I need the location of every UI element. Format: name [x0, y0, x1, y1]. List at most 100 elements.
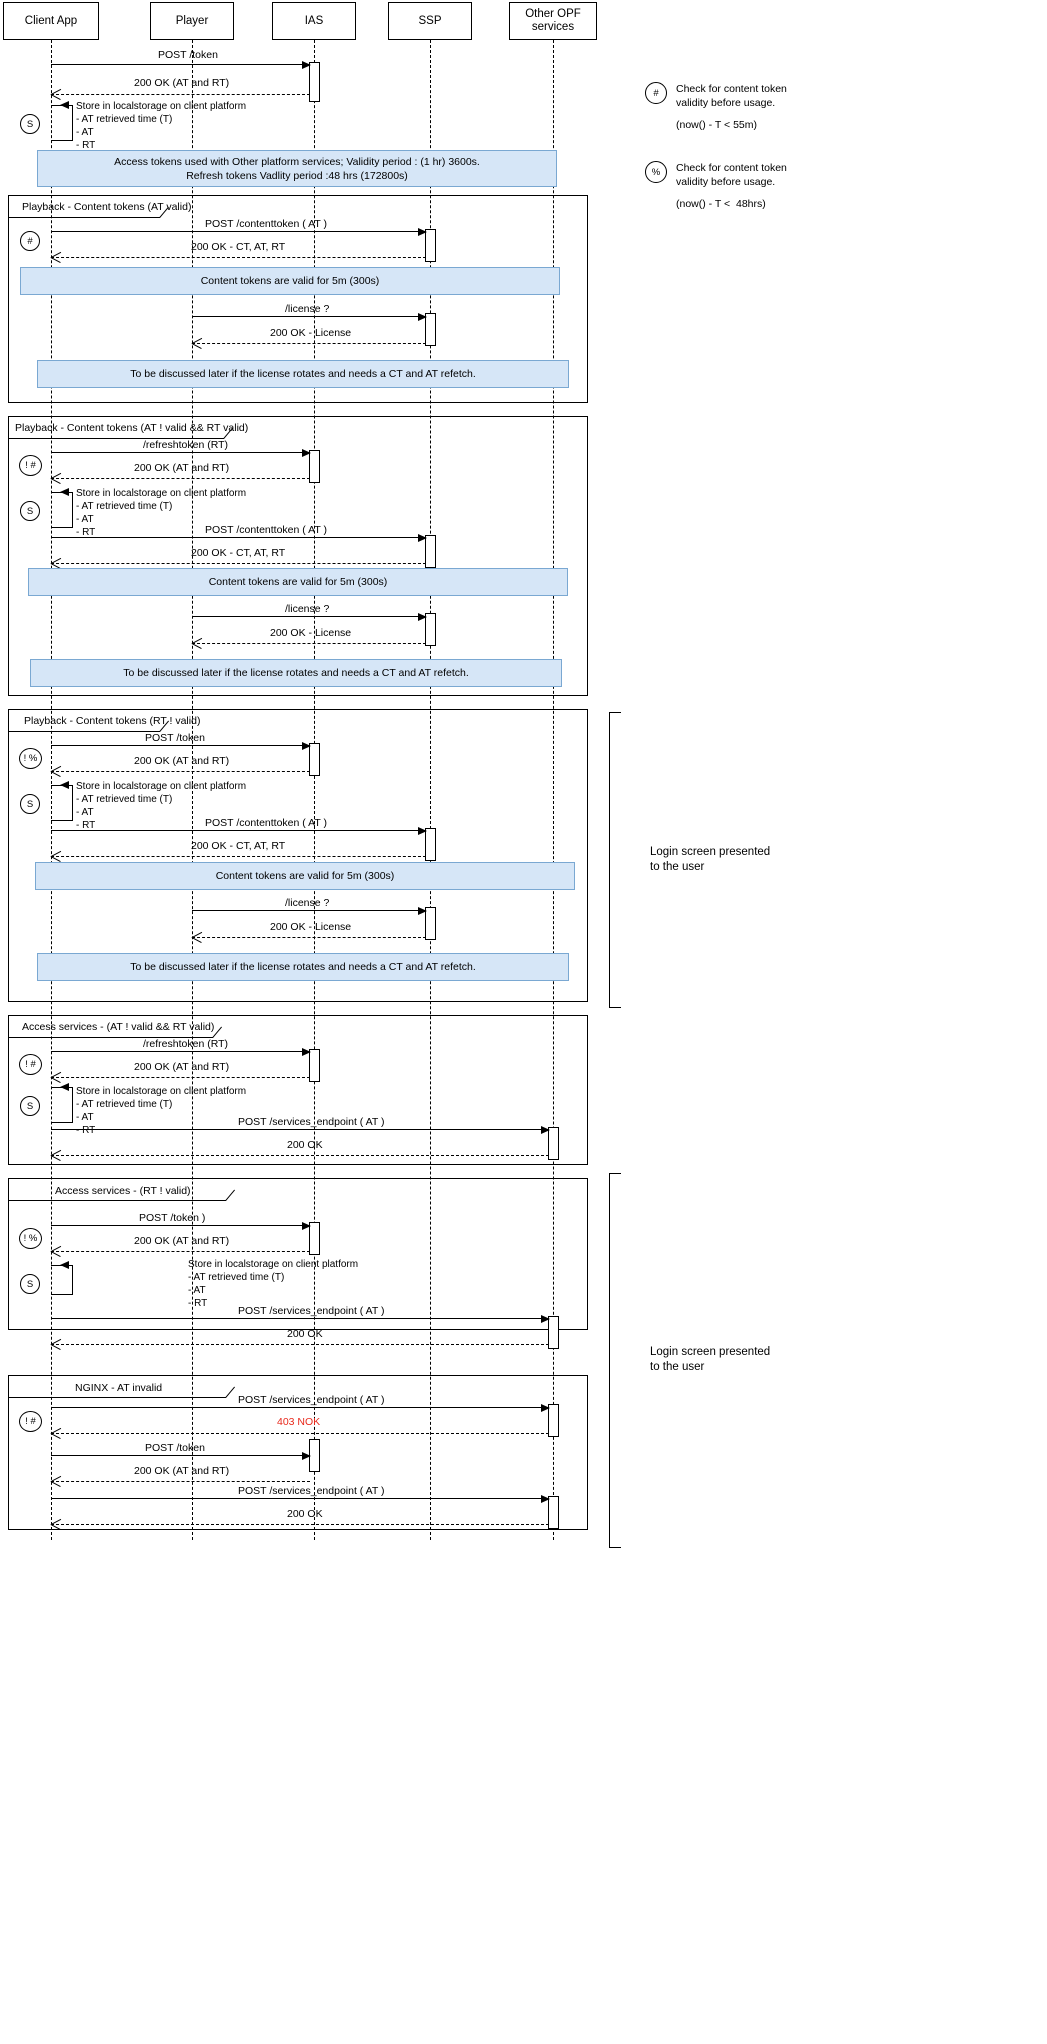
- marker-store-icon: S: [20, 1096, 40, 1116]
- activation-ssp: [425, 828, 436, 861]
- message-label-403-nok: 403 NOK: [277, 1416, 321, 1428]
- message-label-200-ok-at-rt: 200 OK (AT and RT): [134, 755, 230, 767]
- activation-ssp: [425, 907, 436, 940]
- participant-ssp: SSP: [388, 2, 472, 40]
- arrowhead-open-icon: [51, 1519, 62, 1530]
- lifeline-client-app: [51, 40, 52, 1540]
- arrowhead-icon: [302, 741, 311, 750]
- message-license-request: [192, 312, 427, 321]
- participant-other-opf-services: Other OPF services: [509, 2, 597, 40]
- store-block-line2: - AT retrieved time (T): [76, 1099, 173, 1110]
- arrowhead-icon: [541, 1314, 550, 1323]
- store-block-line2: - AT retrieved time (T): [76, 501, 173, 512]
- marker-not-hash-icon: ! #: [19, 455, 42, 476]
- message-post-token: [51, 1221, 311, 1230]
- fragment-label-playback-at-invalid: Playback - Content tokens (AT ! valid &&…: [15, 422, 249, 434]
- arrowhead-open-icon: [51, 1428, 62, 1439]
- store-block-line2: - AT retrieved time (T): [76, 114, 173, 125]
- message-label-post-token: POST /token ): [139, 1212, 206, 1224]
- store-block-line1: Store in localstorage on client platform: [76, 488, 247, 499]
- arrowhead-open-icon: [51, 766, 62, 777]
- message-label-license: /license ?: [285, 603, 330, 615]
- activation-opf: [548, 1496, 559, 1529]
- message-label-post-contenttoken: POST /contenttoken ( AT ): [205, 524, 327, 536]
- activation-ssp: [425, 313, 436, 346]
- store-block-line1: Store in localstorage on client platform: [76, 1086, 247, 1097]
- message-license-request: [192, 906, 427, 915]
- fragment-access-at-invalid: [8, 1015, 588, 1165]
- participant-player: Player: [150, 2, 234, 40]
- legend-percent-icon: %: [645, 161, 667, 183]
- marker-hash-icon: #: [20, 231, 40, 251]
- message-label-post-contenttoken: POST /contenttoken ( AT ): [205, 218, 327, 230]
- message-label-post-services-endpoint: POST /services_endpoint ( AT ): [238, 1116, 385, 1128]
- message-label-200-ok-license: 200 OK - License: [270, 627, 352, 639]
- arrowhead-open-icon: [51, 851, 62, 862]
- message-label-200-ok: 200 OK: [287, 1508, 323, 1520]
- self-message-store: [51, 101, 73, 141]
- store-block-line4: - RT: [76, 1125, 96, 1136]
- arrowhead-icon: [418, 227, 427, 236]
- message-200-ok: [51, 1155, 549, 1156]
- note-license-rotate: To be discussed later if the license rot…: [37, 953, 569, 981]
- marker-symbol: #: [27, 235, 33, 247]
- marker-store-icon: S: [20, 794, 40, 814]
- message-label-200-ok-at-rt: 200 OK (AT and RT): [134, 1465, 230, 1477]
- fragment-label-playback-rt-invalid: Playback - Content tokens (RT ! valid): [24, 715, 201, 727]
- login-bracket-2: [609, 1173, 621, 1548]
- marker-not-hash-icon: ! #: [19, 1411, 42, 1432]
- message-label-license: /license ?: [285, 303, 330, 315]
- message-label-200-ok-at-rt: 200 OK (AT and RT): [134, 1061, 230, 1073]
- fragment-label-access-at-invalid: Access services - (AT ! valid && RT vali…: [22, 1021, 215, 1033]
- arrowhead-icon: [418, 612, 427, 621]
- self-message-store: [51, 1261, 73, 1295]
- message-post-token: [51, 741, 311, 750]
- store-block-line4: - RT: [76, 527, 96, 538]
- message-post-services-endpoint: [51, 1125, 550, 1134]
- store-block-line4: - RT: [76, 820, 96, 831]
- message-label-post-services-endpoint: POST /services_endpoint ( AT ): [238, 1485, 385, 1497]
- message-label-200-ok-at-rt: 200 OK (AT and RT): [134, 77, 230, 89]
- participant-label: Client App: [24, 14, 78, 27]
- store-block-line4: - RT: [76, 140, 96, 151]
- arrowhead-icon: [302, 1047, 311, 1056]
- message-post-contenttoken: [51, 826, 427, 835]
- arrowhead-open-icon: [51, 89, 62, 100]
- message-label-200-ok-at-rt: 200 OK (AT and RT): [134, 462, 230, 474]
- message-200-ok-ct-at-rt: [51, 257, 426, 258]
- message-403-nok: [51, 1433, 549, 1434]
- store-block-line3: - AT: [76, 514, 94, 525]
- marker-symbol: S: [26, 118, 34, 130]
- message-label-post-services-endpoint: POST /services_endpoint ( AT ): [238, 1394, 385, 1406]
- marker-symbol: ! #: [25, 1059, 36, 1070]
- store-block-line1: Store in localstorage on client platform: [188, 1259, 359, 1270]
- message-label-200-ok-license: 200 OK - License: [270, 327, 352, 339]
- participant-label: Other OPF services: [525, 8, 581, 33]
- marker-symbol: ! #: [25, 460, 36, 471]
- arrowhead-open-icon: [192, 338, 203, 349]
- fragment-access-rt-invalid: [8, 1178, 588, 1330]
- fragment-tab-border: [8, 416, 224, 439]
- note-license-rotate: To be discussed later if the license rot…: [37, 360, 569, 388]
- message-200-ok-at-rt: [51, 771, 310, 772]
- marker-not-percent-icon: ! %: [19, 748, 42, 769]
- arrowhead-icon: [418, 826, 427, 835]
- lifeline-opf: [553, 40, 554, 1540]
- message-200-ok-license: [192, 643, 426, 644]
- store-block-line3: - AT: [76, 807, 94, 818]
- marker-symbol: ! %: [23, 1233, 38, 1244]
- fragment-label-access-rt-invalid: Access services - (RT ! valid): [55, 1185, 191, 1197]
- arrowhead-open-icon: [51, 1246, 62, 1257]
- arrowhead-icon: [541, 1403, 550, 1412]
- activation-opf: [548, 1404, 559, 1437]
- message-label-license: /license ?: [285, 897, 330, 909]
- arrowhead-open-icon: [192, 932, 203, 943]
- message-200-ok-license: [192, 937, 426, 938]
- activation-ias: [309, 62, 320, 102]
- legend-symbol: %: [651, 166, 661, 178]
- message-200-ok-license: [192, 343, 426, 344]
- fragment-tab-border: [8, 195, 160, 218]
- marker-symbol: ! %: [23, 753, 38, 764]
- arrowhead-open-icon: [51, 1072, 62, 1083]
